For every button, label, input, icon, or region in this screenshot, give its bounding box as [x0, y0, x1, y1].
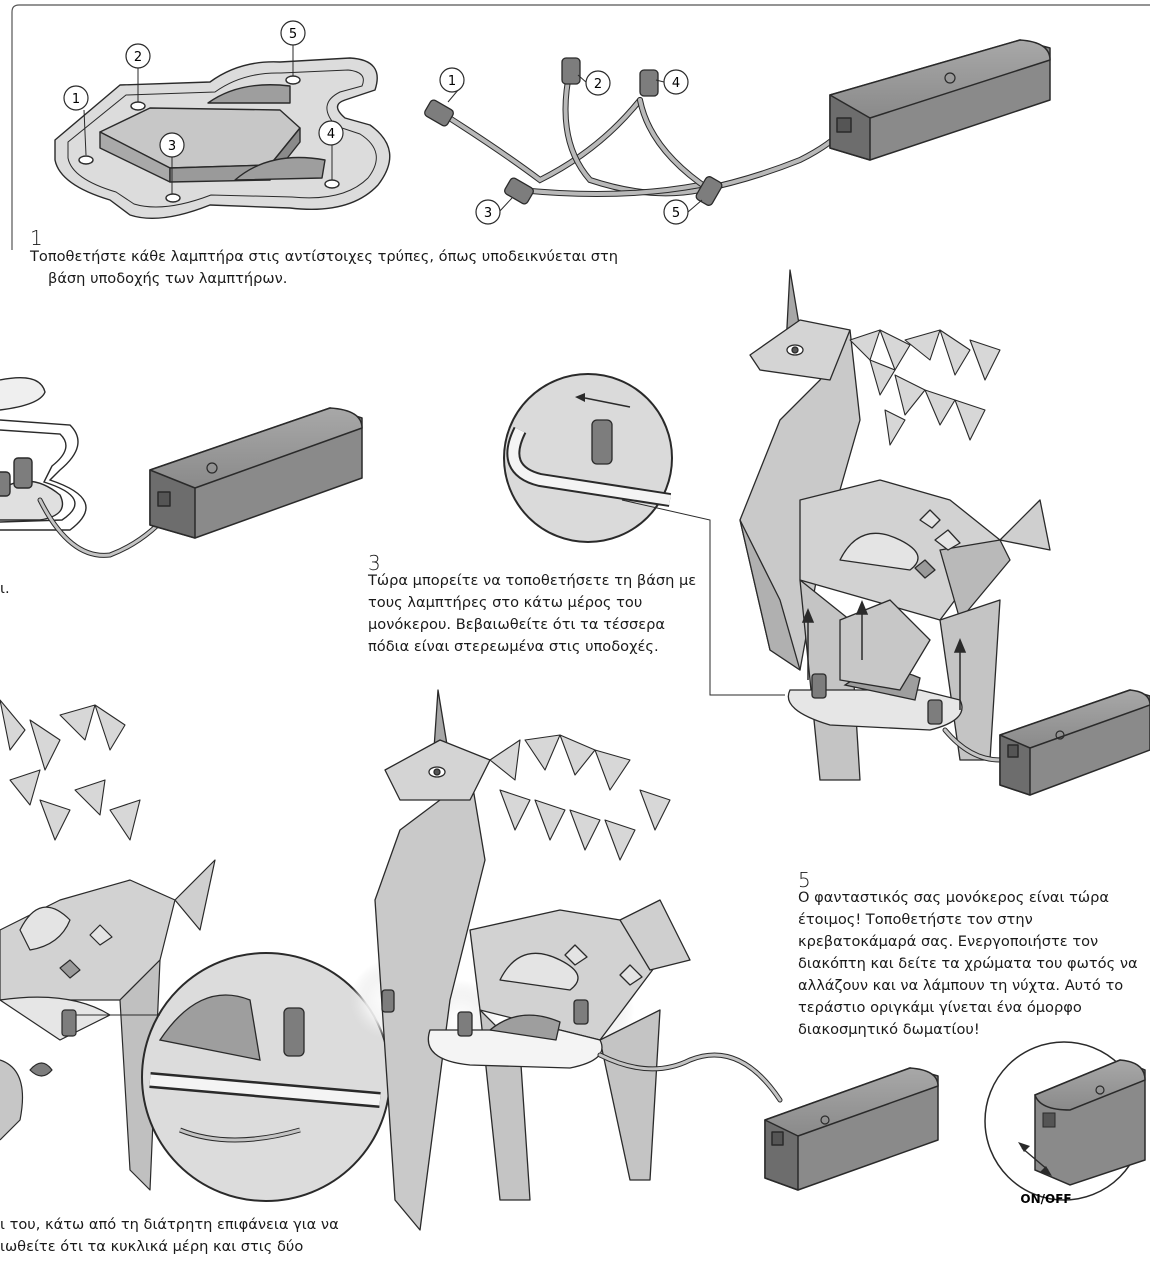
cable-callout-4: 4 — [664, 70, 688, 94]
base-callout-4: 4 — [319, 121, 343, 145]
step5-line-3: κρεβατοκάμαρά σας. Ενεργοποιήστε τον — [798, 931, 1143, 953]
step1-line-1: Τοποθετήστε κάθε λαμπτήρα στις αντίστοιχ… — [30, 246, 650, 268]
base-callout-1: 1 — [64, 86, 88, 110]
cable-callout-2: 2 — [586, 71, 610, 95]
cable-callout-5: 5 — [664, 200, 688, 224]
step5-line-6: τεράστιο οριγκάμι γίνεται ένα όμορφο — [798, 997, 1143, 1019]
svg-text:3: 3 — [168, 139, 176, 154]
step4-text-fragment: ι του, κάτω από τη διάτρητη επιφάνεια γι… — [0, 1214, 360, 1258]
svg-text:4: 4 — [327, 127, 335, 142]
step3-mane — [850, 330, 1000, 445]
cable-callout-3: 3 — [476, 200, 500, 224]
step5-text: Ο φανταστικός σας μονόκερος είναι τώρα έ… — [798, 887, 1143, 1041]
step3-line-4: πόδια είναι στερεωμένα στις υποδοχές. — [368, 636, 708, 658]
step3-text: Τώρα μπορείτε να τοποθετήσετε τη βάση με… — [368, 570, 708, 658]
svg-text:1: 1 — [72, 92, 80, 107]
step2-text-fragment: ι. — [0, 578, 10, 600]
step3-line-1: Τώρα μπορείτε να τοποθετήσετε τη βάση με — [368, 570, 708, 592]
step1-text: Τοποθετήστε κάθε λαμπτήρα στις αντίστοιχ… — [30, 246, 650, 290]
battery-box-3 — [1000, 690, 1150, 795]
step5-line-4: διακόπτη και δείτε τα χρώματα του φωτός … — [798, 953, 1143, 975]
base-callout-3: 3 — [160, 133, 184, 157]
svg-text:2: 2 — [594, 77, 602, 92]
step5-line-7: διακοσμητικό δωματίου! — [798, 1019, 1143, 1041]
svg-text:1: 1 — [448, 74, 456, 89]
step5-line-2: έτοιμος! Τοποθετήστε τον στην — [798, 909, 1143, 931]
svg-text:2: 2 — [134, 50, 142, 65]
step3-line-2: τους λαμπτήρες στο κάτω μέρος του — [368, 592, 708, 614]
svg-text:5: 5 — [289, 27, 297, 42]
step4-line-2: ιωθείτε ότι τα κυκλικά μέρη και στις δύο — [0, 1236, 360, 1258]
step4-mane — [0, 700, 140, 840]
battery-box-1 — [830, 40, 1050, 160]
switch-magnifier — [985, 1042, 1145, 1200]
step3-line-3: μονόκερου. Βεβαιωθείτε ότι τα τέσσερα — [368, 614, 708, 636]
base-callout-2: 2 — [126, 44, 150, 68]
step5-mane — [490, 735, 670, 860]
battery-box-2 — [150, 408, 362, 538]
switch-label: ON/OFF — [1020, 1192, 1071, 1206]
step5-line-1: Ο φανταστικός σας μονόκερος είναι τώρα — [798, 887, 1143, 909]
step5-line-5: αλλάζουν και να λάμπουν τη νύχτα. Αυτό τ… — [798, 975, 1143, 997]
base-callout-5: 5 — [281, 21, 305, 45]
svg-text:3: 3 — [484, 206, 492, 221]
step5-unicorn — [375, 690, 690, 1230]
battery-box-5 — [765, 1068, 938, 1190]
step1-line-2: βάση υποδοχής των λαμπτήρων. — [30, 268, 650, 290]
cable-callout-1: 1 — [440, 68, 464, 92]
svg-text:5: 5 — [672, 206, 680, 221]
step1-number: 1 — [30, 228, 43, 248]
step4-line-1: ι του, κάτω από τη διάτρητη επιφάνεια γι… — [0, 1214, 360, 1236]
svg-text:4: 4 — [672, 76, 680, 91]
